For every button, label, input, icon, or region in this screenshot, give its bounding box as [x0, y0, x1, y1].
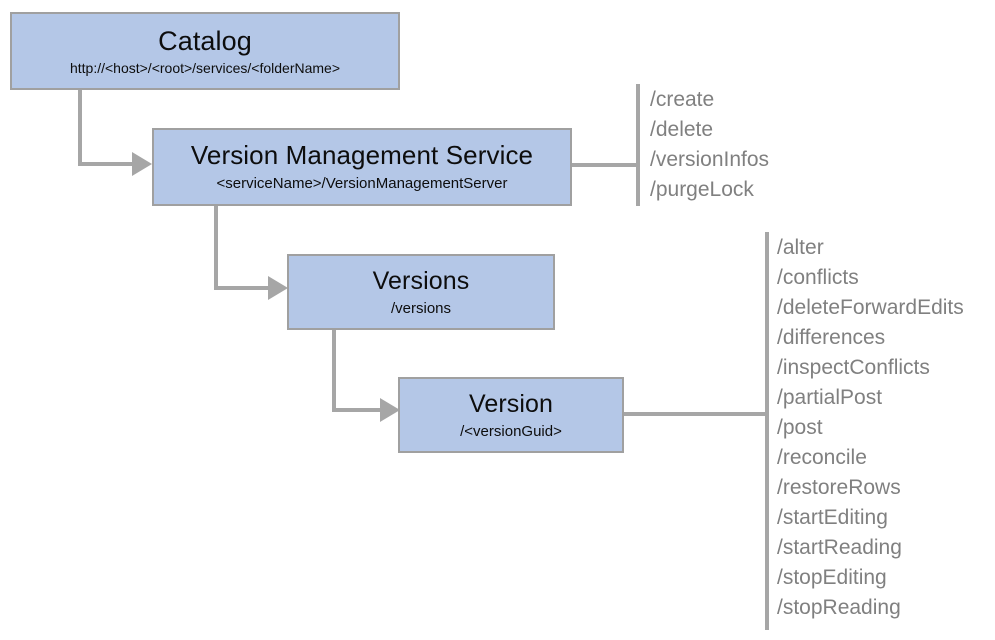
endpoint-item: /partialPost [777, 386, 883, 409]
endpoint-item: /startEditing [777, 506, 888, 529]
endpoint-item: /stopEditing [777, 566, 887, 589]
node-catalog-subtitle: http://<host>/<root>/services/<folderNam… [69, 59, 341, 76]
node-version-subtitle: /<versionGuid> [460, 423, 562, 441]
endpoint-item: /post [777, 416, 823, 439]
arrowhead-service-to-versions-icon [268, 276, 288, 300]
node-versions-title: Versions [372, 266, 470, 295]
bracket-rule-version-operations [765, 232, 769, 630]
connector-service-to-versions-horizontal [214, 286, 270, 290]
endpoint-item: /restoreRows [777, 476, 901, 499]
endpoint-item: /alter [777, 236, 824, 259]
node-version-title: Version [468, 389, 554, 418]
connector-versions-to-version-horizontal [332, 408, 382, 412]
arrowhead-catalog-to-service-icon [132, 152, 152, 176]
connector-catalog-to-service-horizontal [78, 162, 134, 166]
endpoint-item: /purgeLock [650, 178, 754, 201]
bracket-rule-service-operations [636, 84, 640, 206]
connector-catalog-to-service-vertical [78, 90, 82, 166]
node-version[interactable]: Version /<versionGuid> [398, 377, 624, 453]
endpoint-item: /inspectConflicts [777, 356, 930, 379]
connector-service-to-versions-vertical [214, 206, 218, 290]
node-version-management-service[interactable]: Version Management Service <serviceName>… [152, 128, 572, 206]
node-versions-subtitle: /versions [390, 300, 452, 318]
endpoint-list-version-operations: /alter/conflicts/deleteForwardEdits/diff… [777, 233, 964, 623]
endpoint-item: /deleteForwardEdits [777, 296, 964, 319]
endpoint-item: /stopReading [777, 596, 901, 619]
node-version-management-service-subtitle: <serviceName>/VersionManagementServer [216, 175, 508, 193]
node-catalog[interactable]: Catalog http://<host>/<root>/services/<f… [10, 12, 400, 90]
endpoint-item: /versionInfos [650, 148, 770, 171]
endpoint-item: /reconcile [777, 446, 867, 469]
endpoint-item: /create [650, 88, 715, 111]
endpoint-list-service-operations: /create/delete/versionInfos/purgeLock [650, 85, 769, 205]
node-version-management-service-title: Version Management Service [190, 140, 534, 171]
connector-versions-to-version-vertical [332, 330, 336, 412]
connector-service-to-operations [572, 163, 640, 167]
arrowhead-versions-to-version-icon [380, 398, 400, 422]
endpoint-item: /differences [777, 326, 886, 349]
endpoint-item: /conflicts [777, 266, 859, 289]
node-versions[interactable]: Versions /versions [287, 254, 555, 330]
endpoint-item: /startReading [777, 536, 902, 559]
connector-version-to-operations [624, 412, 768, 416]
endpoint-item: /delete [650, 118, 714, 141]
node-catalog-title: Catalog [158, 25, 252, 56]
